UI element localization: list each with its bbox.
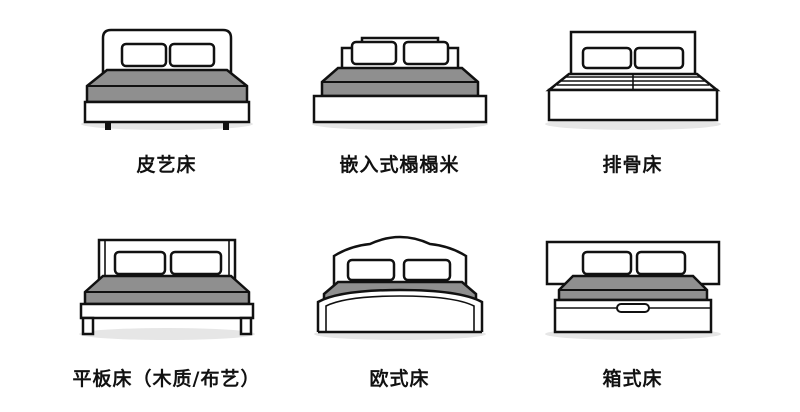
storage-box-bed-icon [544, 240, 721, 340]
european-bed-icon [313, 235, 486, 340]
bed-card-platform: 平板床（木质/布艺） [50, 206, 283, 412]
bed-label-slatted: 排骨床 [602, 154, 663, 176]
bed-label-tatami: 嵌入式榻榻米 [339, 154, 460, 176]
bed-card-upholstered: 皮艺床 [50, 0, 283, 206]
bed-card-european: 欧式床 [283, 206, 516, 412]
bed-label-storage-box: 箱式床 [602, 368, 663, 390]
tatami-bed-icon [311, 36, 488, 130]
bed-card-slatted: 排骨床 [516, 0, 749, 206]
bed-card-tatami: 嵌入式榻榻米 [283, 0, 516, 206]
bed-card-storage-box: 箱式床 [516, 206, 749, 412]
bed-label-platform: 平板床（木质/布艺） [72, 368, 261, 390]
upholstered-bed-icon [80, 28, 253, 130]
platform-bed-icon [78, 238, 255, 340]
bed-label-european: 欧式床 [369, 368, 430, 390]
bed-label-upholstered: 皮艺床 [136, 154, 197, 176]
slatted-bed-icon [544, 30, 721, 130]
bed-types-grid: 皮艺床 嵌入式榻榻米 [50, 0, 800, 412]
